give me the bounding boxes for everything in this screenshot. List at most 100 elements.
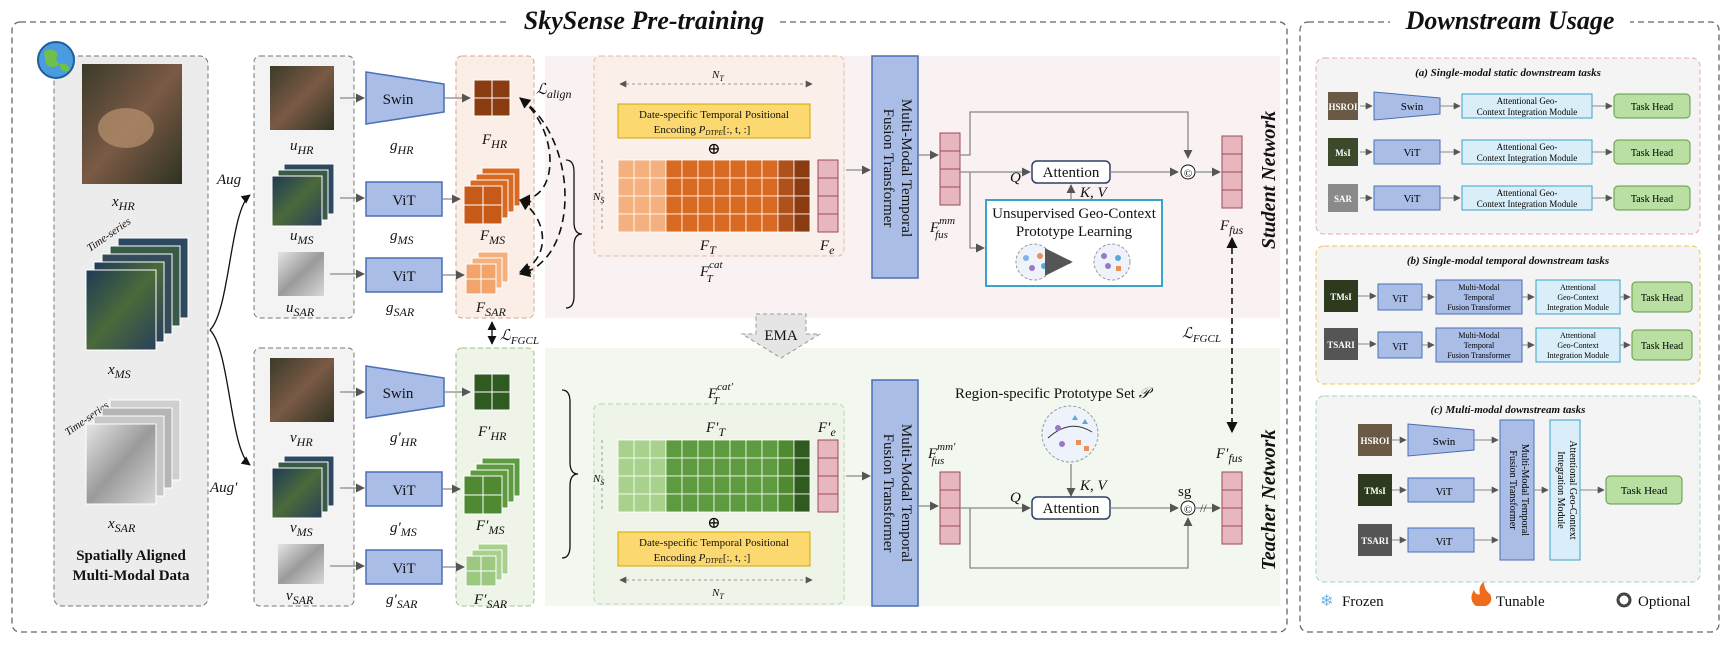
student-grid-cell <box>777 195 795 215</box>
aug-label: Aug <box>216 172 242 188</box>
teacher-grid-cell <box>793 457 811 477</box>
student-brace <box>565 159 583 309</box>
a-module-line1: Attentional Geo- <box>1497 188 1558 198</box>
teacher-kv-label: K, V <box>1079 478 1109 494</box>
c-task-head-label: Task Head <box>1621 485 1668 497</box>
student-fusion-line1: Multi-Modal Temporal <box>898 99 914 237</box>
a-task-head <box>1613 139 1691 165</box>
teacher-grid-cell <box>633 439 651 459</box>
b-fusion-line2: Temporal <box>1464 293 1495 302</box>
f-hr-prime-block <box>473 373 511 411</box>
u-ms-stack <box>271 163 335 227</box>
b-task-head <box>1631 329 1693 361</box>
teacher-grid-cell <box>793 439 811 459</box>
legend-optional: Optional <box>1638 594 1691 610</box>
f-ms-prime-stack <box>463 457 521 515</box>
a-task-head <box>1613 185 1691 211</box>
c-encoder-label: Swin <box>1433 436 1456 448</box>
teacher-ftcat-label: Fcat′T <box>707 381 734 407</box>
b-module <box>1535 327 1621 363</box>
c-module-line1: Attentional Geo-Context <box>1567 440 1578 539</box>
a-input-thumb <box>1328 184 1358 212</box>
g-hr-prime-label: g′HR <box>390 430 417 449</box>
teacher-grid-cell <box>713 457 731 477</box>
f-ms-stack <box>463 167 521 225</box>
nt-label: NT <box>711 69 724 83</box>
legend-tunable: Tunable <box>1496 594 1545 610</box>
ns-prime-label: NS <box>592 473 604 487</box>
b-fusion <box>1435 279 1523 315</box>
student-grid-cell <box>633 159 651 179</box>
teacher-vit-sar-label: ViT <box>392 561 415 577</box>
u-sar-label: uSAR <box>286 300 315 319</box>
student-ft-label: FT <box>699 238 717 257</box>
v-hr-image <box>270 358 334 422</box>
teacher-grid-cell <box>729 457 747 477</box>
pretraining-title: SkySense Pre-training <box>524 6 765 35</box>
a-encoder <box>1373 91 1441 121</box>
student-feature-grid <box>617 159 811 233</box>
student-grid-cell <box>761 213 779 233</box>
student-grid-cell <box>665 213 683 233</box>
student-grid-cell <box>633 213 651 233</box>
teacher-network-label: Teacher Network <box>1258 430 1280 571</box>
legend: ❄ Frozen Tunable Optional <box>1320 582 1691 610</box>
u-ms-label: uMS <box>290 228 314 247</box>
b-encoder <box>1377 283 1423 311</box>
aug-prime-label: Aug′ <box>209 480 238 496</box>
l-align-label: ℒalign <box>536 82 571 101</box>
c-fusion <box>1499 419 1535 561</box>
a-module-line2: Context Integration Module <box>1477 107 1577 117</box>
b-input-label: TSARI <box>1327 340 1355 350</box>
teacher-grid-cell <box>777 457 795 477</box>
v-ms-label: vMS <box>290 520 313 539</box>
student-grid-cell <box>649 213 667 233</box>
teacher-concat-symbol: © <box>1184 504 1192 516</box>
c-input-thumb <box>1358 474 1392 506</box>
flame-icon <box>1471 582 1492 606</box>
student-grid-cell <box>729 177 747 197</box>
student-fe-label: Fe <box>819 238 835 257</box>
a-encoder <box>1373 185 1441 211</box>
c-input-thumb <box>1358 524 1392 556</box>
student-dtpe-line1: Date-specific Temporal Positional <box>639 109 789 121</box>
b-task-head <box>1631 281 1693 313</box>
aug-prime-arrow <box>209 329 251 466</box>
cluster-icon <box>1015 243 1131 281</box>
u-sar-image <box>278 252 324 296</box>
student-fusion-line2: Fusion Transformer <box>880 109 896 228</box>
downstream-b-title: (b) Single-modal temporal downstream tas… <box>1407 255 1609 267</box>
teacher-grid-cell <box>713 493 731 513</box>
c-fusion-line1: Multi-Modal Temporal <box>1519 444 1530 536</box>
b-module-line1: Attentional <box>1560 331 1597 340</box>
l-fgcl-global-label: ℒFGCL <box>1182 326 1221 345</box>
student-dtpe-box <box>617 103 811 139</box>
c-encoder <box>1407 477 1475 503</box>
teacher-grid-cell <box>617 439 635 459</box>
ema-arrow <box>740 313 822 359</box>
legend-frozen: Frozen <box>1342 594 1384 610</box>
student-grid-cell <box>713 159 731 179</box>
student-grid-cell <box>761 159 779 179</box>
teacher-grid-cell <box>633 493 651 513</box>
b-fusion-line3: Fusion Transformer <box>1447 303 1511 312</box>
a-task-head-label: Task Head <box>1631 102 1673 113</box>
student-vit-sar-encoder <box>365 257 443 293</box>
f-sar-prime-label: F′SAR <box>473 592 508 611</box>
teacher-grid-cell <box>713 475 731 495</box>
b-encoder <box>1377 331 1423 359</box>
student-grid-cell <box>649 159 667 179</box>
teacher-ffus-label: F′fus <box>1215 446 1243 465</box>
a-input-label: SAR <box>1334 194 1353 204</box>
teacher-grid-cell <box>681 457 699 477</box>
teacher-grid-cell <box>617 457 635 477</box>
student-grid-cell <box>761 177 779 197</box>
a-module-line2: Context Integration Module <box>1477 199 1577 209</box>
teacher-ffus-mm-label: Fmm′fus <box>927 441 956 467</box>
student-grid-cell <box>777 159 795 179</box>
teacher-vit-sar-encoder <box>365 549 443 585</box>
